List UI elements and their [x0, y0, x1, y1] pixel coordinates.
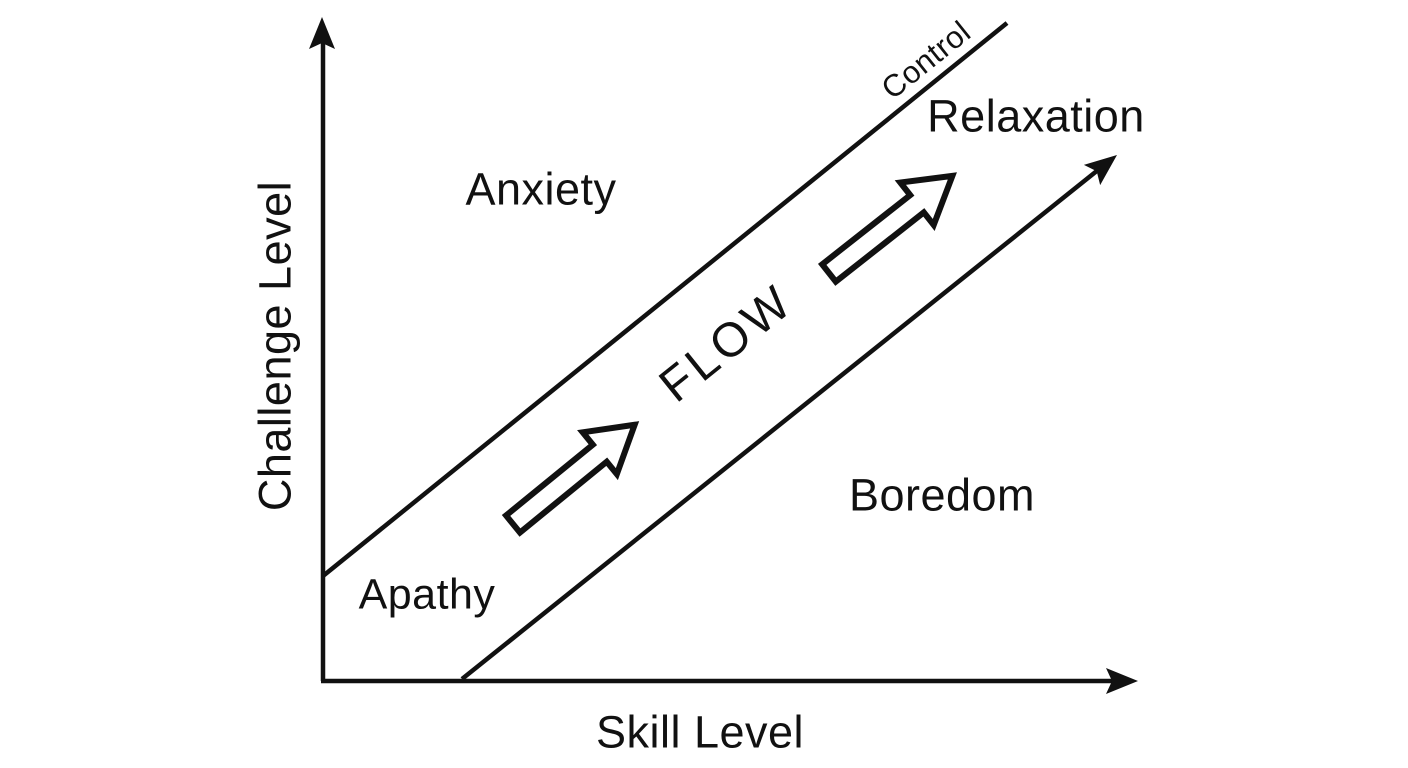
- region-label-apathy: Apathy: [358, 570, 496, 619]
- flow-channel-upper-boundary-line: [321, 21, 1009, 578]
- y-axis-arrowhead-icon: [309, 17, 335, 49]
- x-axis-arrowhead-icon: [1106, 668, 1138, 694]
- x-axis-label: Skill Level: [595, 706, 805, 758]
- region-label-relaxation: Relaxation: [927, 90, 1145, 142]
- flow-channel-lower-boundary-line: [460, 168, 1100, 681]
- flow-direction-block-arrow-lower-icon: [501, 421, 640, 537]
- region-label-boredom: Boredom: [848, 469, 1036, 521]
- flow-direction-block-arrow-upper-icon: [817, 172, 957, 286]
- region-label-anxiety: Anxiety: [465, 163, 617, 215]
- flow-channel-arrowhead-icon: [1083, 155, 1117, 186]
- y-axis-label: Challenge Level: [249, 180, 301, 512]
